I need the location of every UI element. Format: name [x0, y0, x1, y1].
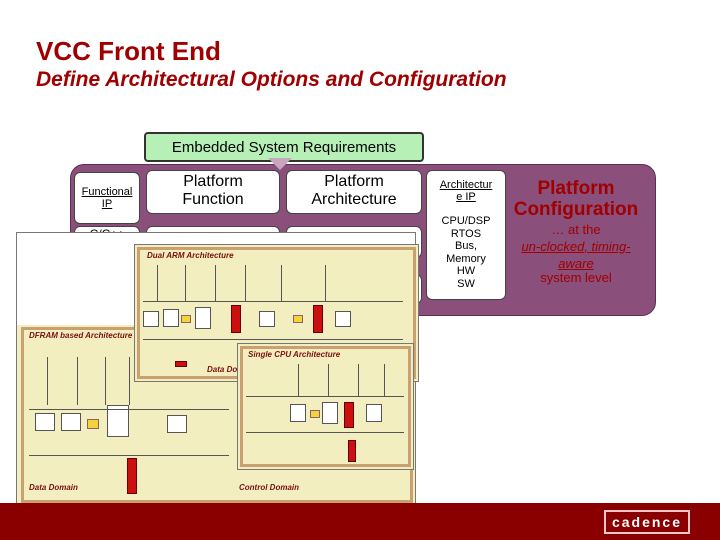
configuration-heading-1: Platform	[537, 178, 615, 199]
diagram-block	[293, 315, 303, 323]
diagram-connector	[215, 265, 216, 301]
configuration-line4: system level	[540, 270, 612, 285]
unclocked-text: un-clocked	[521, 239, 585, 254]
diagram-connector	[328, 364, 329, 396]
single-cpu-architecture-screenshot: Single CPU Architecture	[237, 343, 414, 470]
dfram-title: DFRAM based Architecture	[29, 331, 133, 340]
platform-architecture-line1: Platform	[324, 173, 384, 190]
dfram-control-domain: Control Domain	[239, 483, 299, 492]
architecture-ip-item: RTOS	[450, 227, 482, 240]
diagram-block	[290, 404, 306, 422]
diagram-block	[310, 410, 320, 418]
diagram-block	[366, 404, 382, 422]
architecture-ip-item: SW	[457, 277, 475, 290]
diagram-connector	[157, 265, 158, 301]
diagram-connector	[105, 357, 106, 405]
slide-subtitle: Define Architectural Options and Configu…	[36, 68, 507, 91]
functional-ip-box: Functional IP	[74, 172, 140, 224]
footer-bar	[0, 503, 720, 540]
diagram-connector	[29, 455, 229, 456]
diagram-connector	[77, 357, 78, 405]
platform-architecture-box: Platform Architecture	[286, 170, 422, 214]
diagram-connector	[185, 265, 186, 301]
platform-architecture-line2: Architecture	[311, 191, 397, 208]
diagram-connector	[47, 357, 48, 405]
diagram-connector	[245, 265, 246, 301]
architecture-ip-heading-2: e IP	[456, 191, 476, 203]
platform-function-line2: Function	[182, 191, 244, 208]
diagram-block	[313, 305, 323, 333]
diagram-connector	[384, 364, 385, 396]
diagram-connector	[129, 357, 130, 405]
diagram-connector	[143, 301, 403, 302]
architecture-ip-item: Memory	[446, 252, 486, 265]
diagram-block	[175, 361, 187, 367]
diagram-block	[259, 311, 275, 327]
requirements-box: Embedded System Requirements	[144, 132, 424, 162]
single-cpu-title: Single CPU Architecture	[248, 350, 341, 359]
architecture-ip-item: HW	[456, 265, 476, 277]
diagram-connector	[325, 265, 326, 301]
diagram-block	[127, 458, 137, 494]
timing-text: , timing-	[584, 239, 631, 254]
architecture-ip-item: Bus,	[454, 240, 477, 252]
diagram-block	[335, 311, 351, 327]
dfram-data-domain: Data Domain	[29, 483, 78, 492]
diagram-connector	[358, 364, 359, 396]
platform-function-box: Platform Function	[146, 170, 280, 214]
diagram-block	[231, 305, 241, 333]
architecture-ip-heading-1: Architectur	[439, 179, 493, 191]
diagram-block	[107, 405, 129, 437]
platform-function-line1: Platform	[183, 173, 243, 190]
diagram-connector	[281, 265, 282, 301]
diagram-block	[87, 419, 99, 429]
diagram-connector	[246, 396, 404, 397]
diagram-block	[322, 402, 338, 424]
architecture-ip-box: Architectur e IP CPU/DSP RTOS Bus, Memor…	[426, 170, 506, 300]
diagram-connector	[298, 364, 299, 396]
diagram-connector	[143, 339, 403, 340]
diagram-block	[61, 413, 81, 431]
diagram-connector	[29, 409, 229, 410]
diagram-block	[167, 415, 187, 433]
diagram-block	[35, 413, 55, 431]
diagram-block	[195, 307, 211, 329]
dual-arm-data-domain: Data Domain	[207, 365, 256, 374]
architecture-ip-item: CPU/DSP	[441, 215, 491, 227]
diagram-connector	[246, 432, 404, 433]
platform-configuration: Platform Configuration … at the un-clock…	[506, 178, 646, 285]
arrow-down-icon	[268, 158, 292, 170]
slide-title: VCC Front End	[36, 36, 221, 66]
configuration-line2: un-clocked, timing-	[506, 240, 646, 254]
configuration-line3: aware	[558, 256, 594, 271]
diagram-block	[143, 311, 159, 327]
dual-arm-title: Dual ARM Architecture	[147, 251, 234, 260]
configuration-heading-2: Configuration	[513, 199, 639, 220]
configuration-line1: … at the	[551, 222, 601, 237]
diagram-block	[344, 402, 354, 428]
cadence-logo: cadence	[604, 510, 690, 534]
diagram-block	[181, 315, 191, 323]
diagram-block	[348, 440, 356, 462]
diagram-block	[163, 309, 179, 327]
